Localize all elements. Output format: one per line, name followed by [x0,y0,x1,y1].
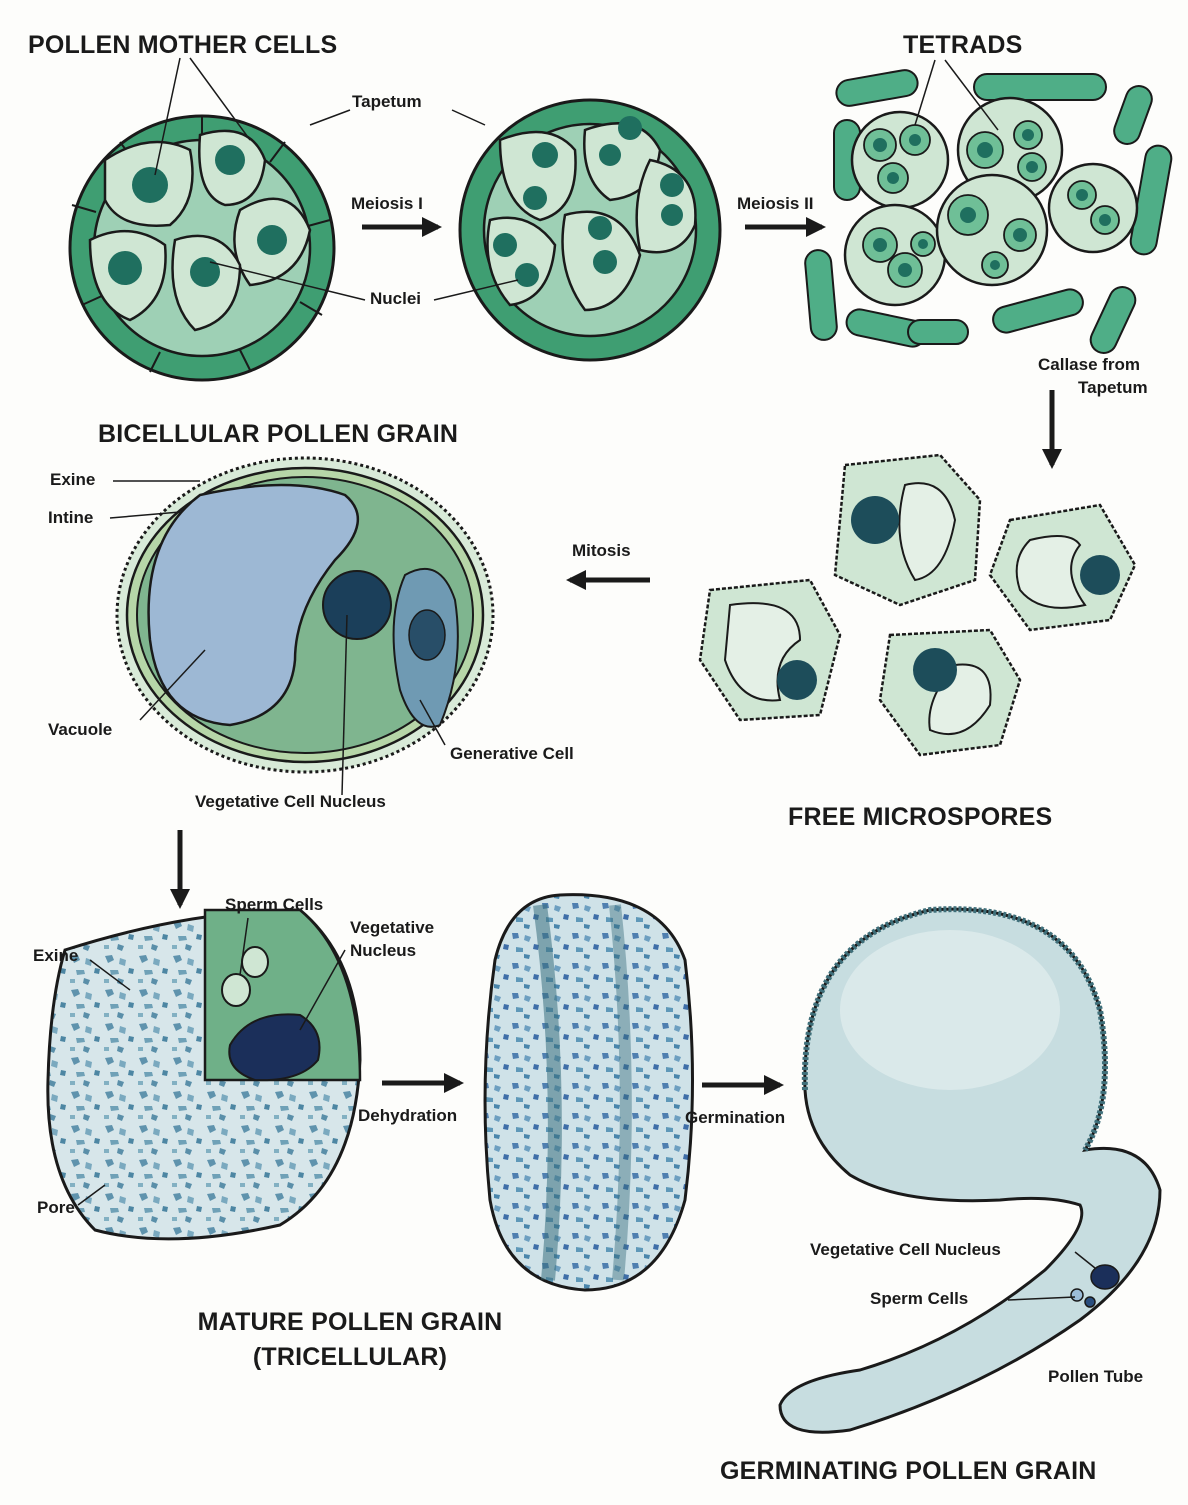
mature-pollen-illustration [48,910,360,1239]
transition-germination: Germination [685,1108,785,1128]
transition-dehydration: Dehydration [358,1106,457,1126]
label-exine-mature: Exine [33,946,78,966]
label-vegetative-line1: Vegetative [350,918,434,938]
label-exine: Exine [50,470,95,490]
label-pore: Pore [37,1198,75,1218]
free-microspores-illustration [700,455,1135,755]
label-vegetative-cell-nucleus: Vegetative Cell Nucleus [195,792,386,812]
stage-title-germinating: GERMINATING POLLEN GRAIN [720,1457,1097,1486]
label-vegetative-cell-nucleus-tube: Vegetative Cell Nucleus [810,1240,1001,1260]
stage-title-mature-line1: MATURE POLLEN GRAIN [160,1308,540,1337]
stage-title-bicellular: BICELLULAR POLLEN GRAIN [98,420,458,449]
bicellular-pollen-illustration [117,458,493,772]
meiosis1-dyads-illustration [460,100,720,360]
pollen-mother-cells-illustration [70,116,334,380]
germinating-pollen-illustration [780,909,1160,1432]
transition-mitosis: Mitosis [572,541,631,561]
stage-title-tetrads: TETRADS [903,31,1022,60]
label-sperm-cells: Sperm Cells [225,895,323,915]
dehydrated-pollen-illustration [485,895,692,1290]
stage-title-free-microspores: FREE MICROSPORES [788,803,1052,832]
label-sperm-cells-tube: Sperm Cells [870,1289,968,1309]
tetrads-illustration [804,68,1173,357]
stage-title-pollen-mother-cells: POLLEN MOTHER CELLS [28,31,337,60]
label-nuclei: Nuclei [370,289,421,309]
label-generative-cell: Generative Cell [450,744,574,764]
transition-callase-line1: Callase from [1038,355,1140,375]
label-pollen-tube: Pollen Tube [1048,1367,1143,1387]
label-tapetum: Tapetum [352,92,422,112]
label-vacuole: Vacuole [48,720,112,740]
stage-title-mature-line2: (TRICELLULAR) [160,1343,540,1372]
transition-meiosis2: Meiosis II [737,194,814,214]
transition-callase-line2: Tapetum [1078,378,1148,398]
label-vegetative-line2: Nucleus [350,941,416,961]
transition-meiosis1: Meiosis I [351,194,423,214]
label-intine: Intine [48,508,93,528]
